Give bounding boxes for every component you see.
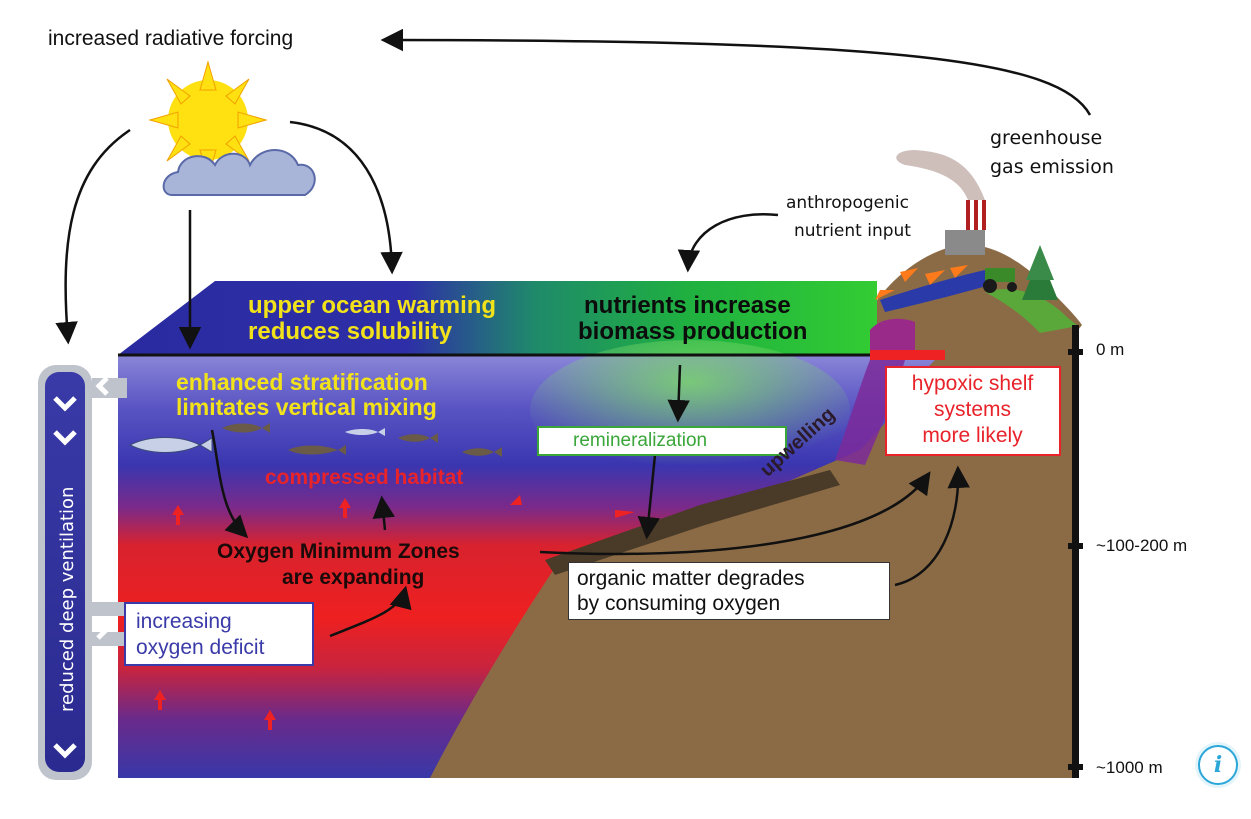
vent-chevron-3	[53, 430, 77, 446]
vent-chevron-1	[95, 376, 109, 396]
runoff-arrow-2	[925, 270, 945, 285]
ocean-surface-layer	[118, 281, 877, 355]
label-deficit-1: increasing	[136, 610, 232, 633]
chimney-3	[982, 200, 986, 230]
label-gas-emission: gas emission	[990, 156, 1114, 178]
label-hypoxic-1: hypoxic shelf	[911, 372, 1034, 395]
info-icon[interactable]: i	[1198, 745, 1238, 785]
runoff-arrow-3	[950, 265, 968, 278]
vent-chevron-4	[96, 620, 110, 640]
depth-label-1000m: ~1000 m	[1096, 758, 1163, 777]
label-stratification-2: limitates vertical mixing	[176, 394, 437, 420]
label-organic-1: organic matter degrades	[577, 567, 805, 590]
hill-grass	[985, 289, 1078, 333]
remineralization-box: remineralization	[537, 426, 787, 456]
runoff-blue	[880, 270, 990, 312]
red-deficit-arrows	[154, 495, 635, 730]
depth-label-0m: 0 m	[1096, 340, 1125, 359]
oxygen-deficit-box: increasing oxygen deficit	[124, 602, 314, 666]
runoff-arrow-1	[875, 268, 918, 300]
vent-chevron-5	[53, 743, 77, 759]
tractor-body	[985, 268, 1015, 282]
label-nutrients-1: nutrients increase	[584, 292, 791, 319]
label-anthropogenic: anthropogenic	[786, 193, 909, 213]
tractor-wheel-2	[1007, 282, 1017, 292]
sediment-layer	[545, 470, 840, 575]
label-deficit-2: oxygen deficit	[136, 636, 265, 659]
chimney-1	[966, 200, 970, 230]
label-omz-1: Oxygen Minimum Zones	[217, 540, 460, 563]
depth-scale-bar	[1072, 325, 1079, 778]
sun-icon	[148, 60, 268, 180]
label-radiative-forcing: increased radiative forcing	[48, 27, 294, 50]
label-deep-ventilation: reduced deep ventilation	[57, 486, 78, 712]
label-omz-2: are expanding	[282, 566, 425, 589]
label-hypoxic-3: more likely	[922, 424, 1023, 447]
tractor-wheel-1	[983, 279, 997, 293]
label-organic-2: by consuming oxygen	[577, 592, 781, 615]
factory-building	[945, 230, 985, 255]
shelf-hypoxic-strip	[870, 350, 945, 360]
label-remineralization: remineralization	[573, 430, 708, 451]
depth-label-100-200m: ~100-200 m	[1096, 536, 1188, 555]
vent-chevron-2	[53, 396, 77, 412]
chimney-2	[974, 200, 978, 230]
label-hypoxic-2: systems	[933, 398, 1011, 421]
label-compressed-habitat: compressed habitat	[265, 466, 464, 489]
fish-school-icon	[128, 423, 502, 457]
label-greenhouse: greenhouse	[990, 127, 1103, 149]
organic-matter-box: organic matter degrades by consuming oxy…	[568, 562, 890, 620]
label-warming-2: reduces solubility	[248, 318, 453, 345]
cloud-icon	[162, 149, 316, 196]
process-arrows	[55, 28, 1092, 638]
plankton-bloom	[530, 340, 850, 480]
hypoxic-shelf-box: hypoxic shelf systems more likely	[885, 366, 1061, 456]
label-nutrient-input: nutrient input	[794, 221, 911, 241]
smoke-plume	[896, 150, 985, 200]
shelf-purple	[870, 318, 915, 350]
label-warming-1: upper ocean warming	[248, 292, 497, 319]
label-nutrients-2: biomass production	[578, 318, 808, 345]
label-stratification-1: enhanced stratification	[176, 369, 428, 395]
